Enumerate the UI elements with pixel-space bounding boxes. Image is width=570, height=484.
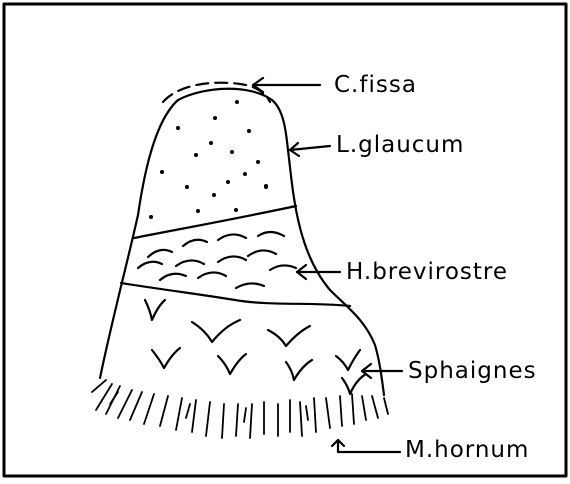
- sphaignes-marks: [145, 300, 366, 394]
- boundary-brevirostre-sphaignes: [121, 283, 350, 306]
- label-c-fissa: C.fissa: [334, 74, 417, 97]
- label-l-glaucum: L.glaucum: [336, 134, 464, 157]
- label-sphaignes: Sphaignes: [408, 360, 537, 383]
- frame-border: [4, 4, 566, 476]
- h-brevirostre-marks: [138, 232, 296, 288]
- arrow-c-fissa: [253, 78, 320, 92]
- label-h-brevirostre: H.brevirostre: [346, 261, 508, 284]
- m-hornum-hatching: [92, 380, 388, 438]
- l-glaucum-dots: [149, 100, 268, 219]
- boundary-glaucum-brevirostre: [134, 206, 296, 238]
- arrow-h-brevirostre: [297, 265, 340, 279]
- label-m-hornum: M.hornum: [405, 439, 529, 462]
- arrow-l-glaucum: [290, 143, 330, 156]
- arrow-m-hornum: [332, 440, 400, 452]
